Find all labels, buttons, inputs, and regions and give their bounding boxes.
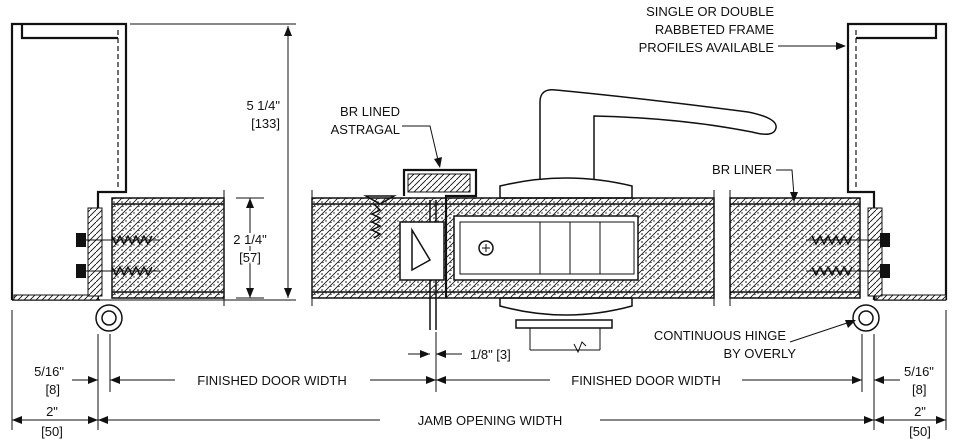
right-frame [846, 22, 948, 301]
hinge-label-line2: BY OVERLY [724, 346, 797, 361]
left-hinge [95, 304, 123, 332]
frame-depth-dimension [100, 23, 296, 301]
finished-width-dimension-line [110, 376, 862, 384]
door-thickness-dimension [236, 197, 264, 299]
left-frame [10, 22, 128, 301]
frame-note-line2: RABBETED FRAME [655, 22, 775, 37]
gap-label: 1/8" [3] [470, 347, 511, 362]
finished-width-right-label: FINISHED DOOR WIDTH [571, 373, 721, 388]
door-thickness-label: 2 1/4" [233, 232, 267, 247]
frame-depth-mm: [133] [251, 116, 280, 131]
jamb-opening-dimension-line [12, 416, 946, 424]
left-jamb-label: 2" [46, 404, 58, 419]
gap-dimension [408, 350, 462, 358]
leaders [402, 42, 856, 343]
right-jamb-label: 2" [914, 404, 926, 419]
jamb-opening-label: JAMB OPENING WIDTH [418, 413, 562, 428]
right-hinge [852, 304, 880, 332]
left-offset-mm: [8] [46, 382, 60, 397]
astragal [363, 168, 478, 330]
frame-depth-label: 5 1/4" [246, 98, 280, 113]
right-jamb-mm: [50] [909, 424, 931, 439]
right-offset-label: 5/16" [904, 364, 934, 379]
astragal-label-line2: ASTRAGAL [331, 122, 400, 137]
astragal-label-line1: BR LINED [340, 104, 400, 119]
offset-arrows [72, 376, 900, 384]
extension-lines [11, 310, 947, 430]
right-offset-mm: [8] [912, 382, 926, 397]
frame-note-line3: PROFILES AVAILABLE [639, 40, 775, 55]
hinge-label-line1: CONTINUOUS HINGE [654, 328, 787, 343]
door-thickness-mm: [57] [239, 250, 261, 265]
left-bolts [76, 233, 160, 278]
finished-width-left-label: FINISHED DOOR WIDTH [197, 373, 347, 388]
break-lines [223, 190, 731, 306]
frame-note-line1: SINGLE OR DOUBLE [646, 4, 774, 19]
lever-handle [453, 89, 777, 354]
left-offset-label: 5/16" [34, 364, 64, 379]
left-jamb-mm: [50] [41, 424, 63, 439]
right-bolts [806, 233, 890, 278]
br-liner-label: BR LINER [712, 162, 772, 177]
right-door-leaf [729, 197, 861, 299]
